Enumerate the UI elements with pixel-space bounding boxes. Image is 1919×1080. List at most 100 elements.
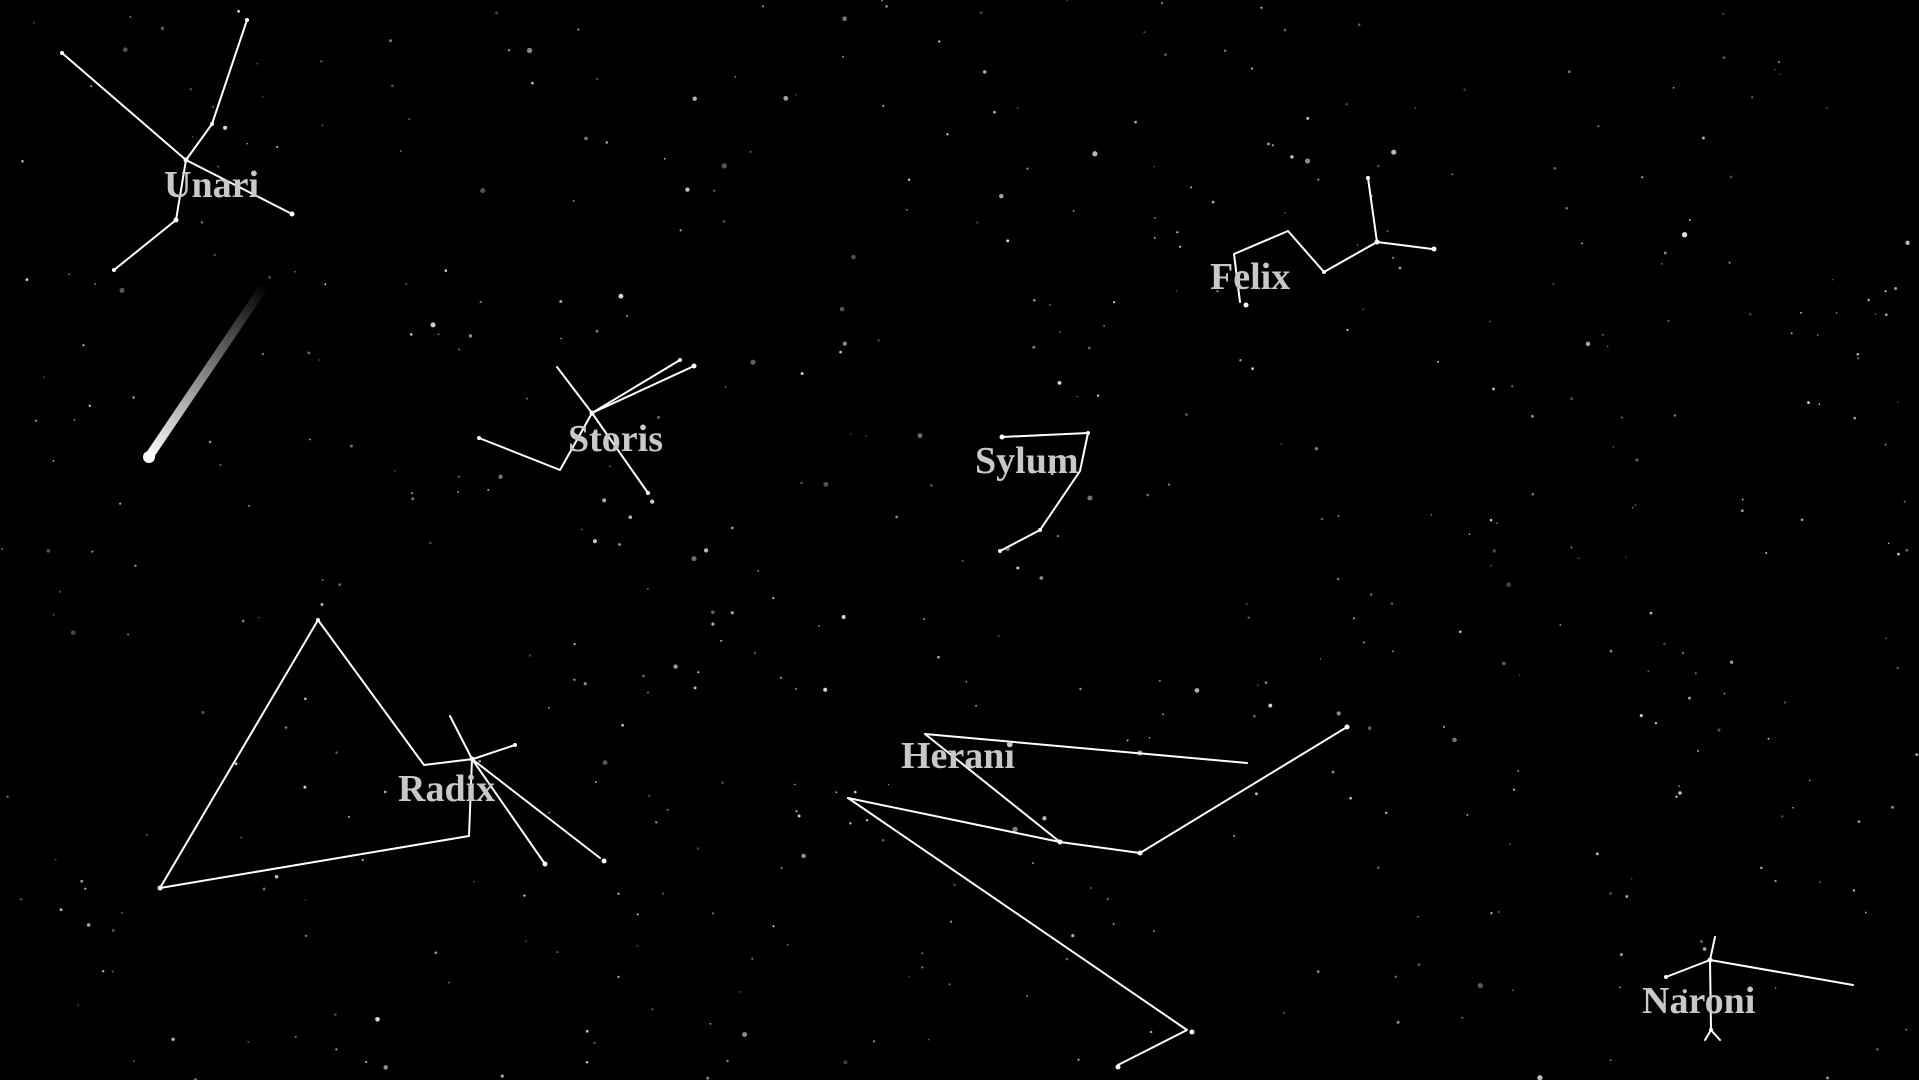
background-star xyxy=(1816,334,1819,336)
background-star xyxy=(979,11,983,15)
background-star xyxy=(531,81,534,85)
background-star xyxy=(1167,483,1171,486)
background-star xyxy=(1531,492,1535,496)
background-star xyxy=(335,1048,338,1051)
background-star xyxy=(324,283,327,286)
background-star xyxy=(68,273,71,275)
background-star xyxy=(276,145,279,148)
background-star xyxy=(59,908,63,912)
background-star xyxy=(1176,231,1179,234)
background-star xyxy=(1876,1048,1879,1051)
background-star xyxy=(320,60,322,63)
constellation-radix[interactable] xyxy=(157,618,607,891)
constellation-herani[interactable] xyxy=(847,724,1350,1070)
constellation-felix[interactable] xyxy=(1233,176,1437,308)
background-star xyxy=(256,62,259,65)
background-star xyxy=(1702,947,1707,951)
background-star xyxy=(1701,136,1705,140)
constellation-unari[interactable] xyxy=(60,18,295,272)
background-star xyxy=(1089,886,1093,890)
background-star xyxy=(405,282,408,285)
background-star xyxy=(1595,852,1599,856)
constellation-storis[interactable] xyxy=(477,358,697,495)
background-star xyxy=(1190,186,1193,189)
background-star xyxy=(1076,395,1079,398)
background-star xyxy=(751,957,754,960)
background-star xyxy=(923,618,925,620)
background-star xyxy=(410,333,413,336)
background-star xyxy=(841,615,846,619)
background-star xyxy=(1087,495,1093,501)
background-star xyxy=(1570,546,1573,549)
background-star xyxy=(849,822,852,825)
background-star xyxy=(1164,53,1167,56)
background-star xyxy=(122,47,128,53)
background-star xyxy=(1092,151,1098,157)
background-star xyxy=(1678,791,1682,795)
background-star xyxy=(1751,96,1754,99)
background-star xyxy=(738,991,741,993)
background-star xyxy=(321,124,324,127)
background-star xyxy=(1377,164,1380,168)
background-star xyxy=(663,157,666,160)
background-star xyxy=(526,397,528,400)
background-star xyxy=(437,333,440,336)
background-star xyxy=(1134,120,1137,124)
background-star xyxy=(90,85,93,88)
background-star xyxy=(1492,549,1497,553)
background-star xyxy=(657,415,660,419)
background-star xyxy=(1905,240,1910,245)
background-star xyxy=(444,269,448,272)
background-star xyxy=(1717,728,1721,732)
background-star xyxy=(772,925,775,928)
background-star xyxy=(823,687,828,692)
background-star xyxy=(720,639,723,642)
background-star xyxy=(1268,703,1273,708)
background-star xyxy=(1818,403,1821,406)
background-star xyxy=(1458,630,1462,634)
background-star xyxy=(523,894,526,897)
background-star xyxy=(647,588,649,590)
background-star xyxy=(383,790,387,794)
constellation-naroni[interactable] xyxy=(1664,936,1854,1041)
background-star xyxy=(201,710,205,715)
background-star xyxy=(1113,301,1116,304)
background-star xyxy=(937,655,940,659)
background-star xyxy=(1808,779,1811,782)
background-star xyxy=(1304,158,1311,164)
background-star xyxy=(479,300,482,304)
background-star xyxy=(1672,87,1675,89)
background-star xyxy=(1463,88,1466,91)
background-star xyxy=(1112,922,1115,925)
background-star xyxy=(1639,714,1643,718)
background-star xyxy=(335,751,338,754)
background-star xyxy=(1079,687,1082,691)
background-star xyxy=(1026,995,1029,997)
background-star xyxy=(1609,649,1613,653)
background-star xyxy=(334,1013,337,1016)
background-star xyxy=(754,651,756,654)
background-star xyxy=(1391,650,1394,653)
background-star xyxy=(200,221,204,224)
background-star xyxy=(1461,1016,1464,1019)
background-star xyxy=(1369,593,1373,596)
background-star xyxy=(171,1037,175,1041)
background-star xyxy=(1071,934,1075,938)
background-star xyxy=(1362,308,1365,311)
background-star xyxy=(961,559,964,562)
background-star xyxy=(58,590,62,593)
background-star xyxy=(1663,642,1666,645)
background-star xyxy=(1356,244,1359,246)
background-star xyxy=(1826,106,1828,109)
background-star xyxy=(1885,313,1888,316)
background-star xyxy=(1681,651,1684,655)
background-star xyxy=(473,880,475,883)
constellation-sylum[interactable] xyxy=(998,431,1090,553)
background-star xyxy=(618,293,624,299)
background-star xyxy=(294,271,296,273)
background-star xyxy=(1667,319,1670,322)
background-star xyxy=(797,814,801,818)
background-star xyxy=(692,96,697,101)
background-star xyxy=(1625,895,1629,898)
background-star xyxy=(1306,116,1310,120)
